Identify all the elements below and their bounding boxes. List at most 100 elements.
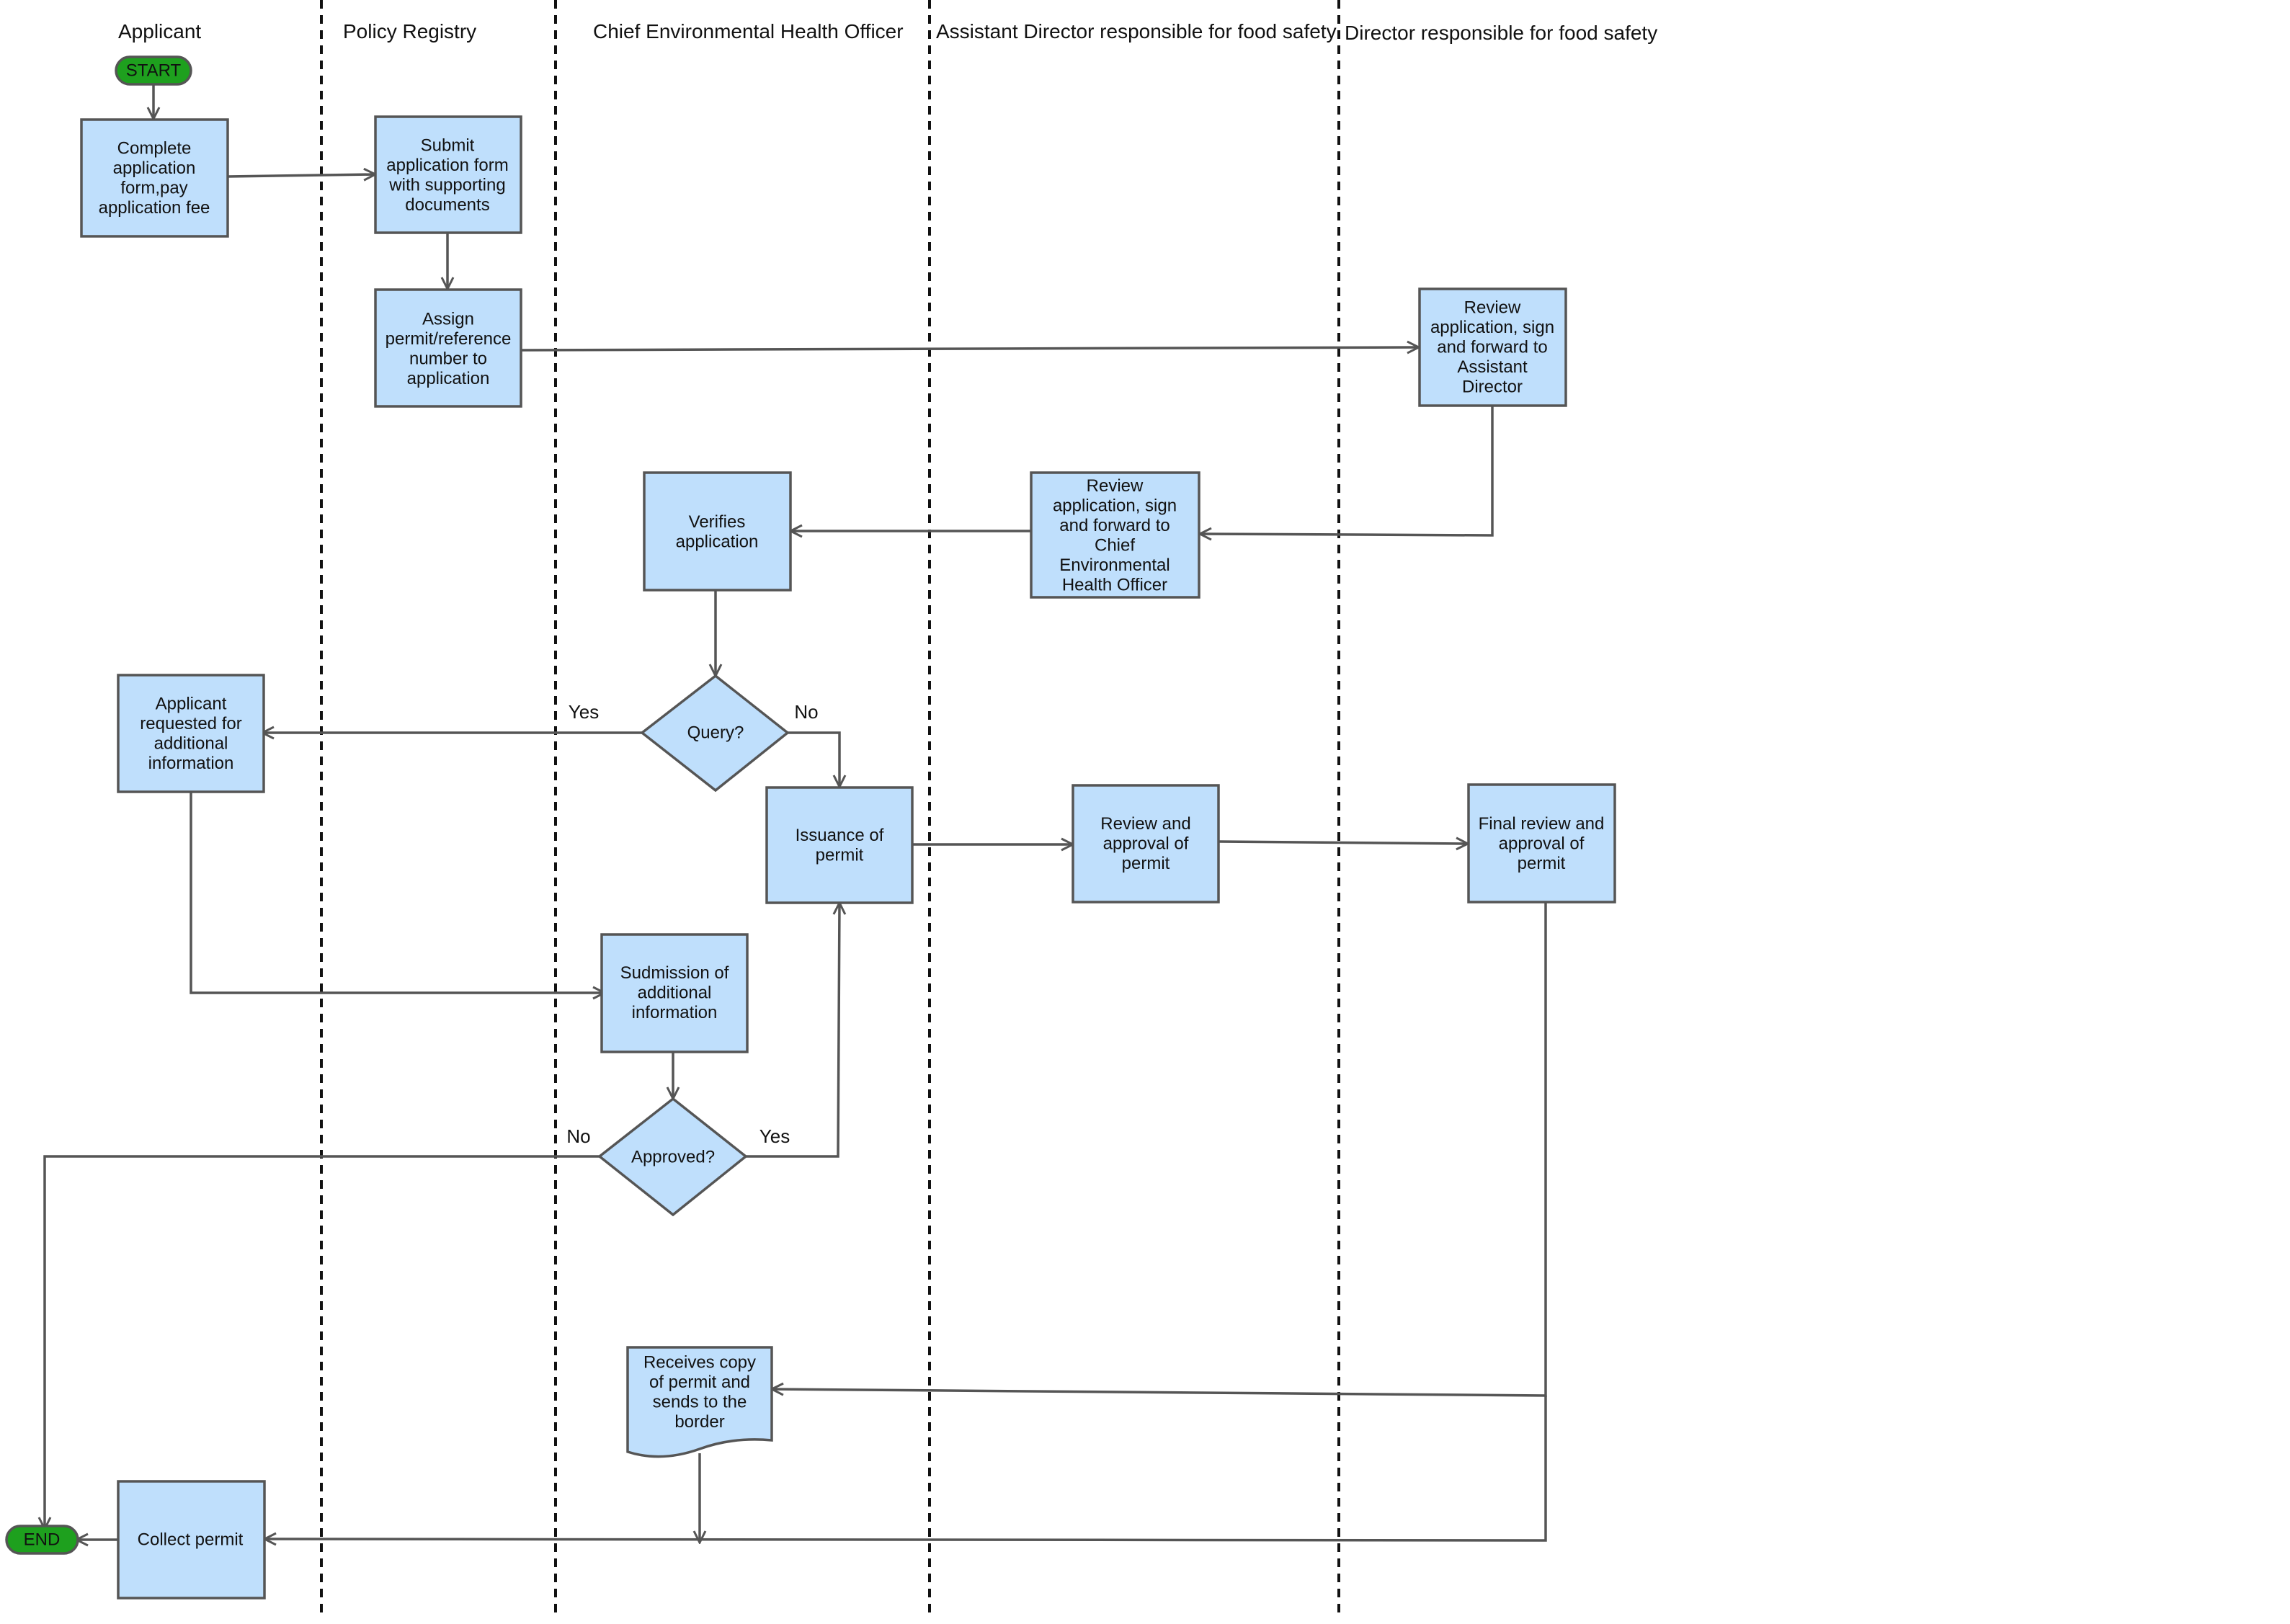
edge-approved-no xyxy=(45,1155,600,1529)
approved-yes-label: Yes xyxy=(759,1125,790,1147)
receives-copy-label-line: Receives copy xyxy=(643,1352,756,1372)
receives-copy-label-line: sends to the xyxy=(653,1392,747,1411)
submission-additional-box xyxy=(600,933,749,1053)
query-label: Query? xyxy=(687,723,744,743)
approved-no-label: No xyxy=(566,1125,590,1147)
edge-complete-to-submit xyxy=(227,174,375,177)
lane-dividers xyxy=(320,0,1340,1614)
receives-copy-document xyxy=(626,1346,773,1458)
query-yes-label: Yes xyxy=(569,701,599,723)
submit-form-label-line: documents xyxy=(405,195,489,215)
query-no-label: No xyxy=(794,701,818,723)
connectors xyxy=(45,85,1547,1543)
submit-form-label-line: application form xyxy=(386,156,508,175)
collect-permit-box xyxy=(117,1480,266,1600)
lane-title-assistant-director: Assistant Director responsible for food … xyxy=(936,20,1337,43)
edge-director-to-assistant xyxy=(1200,406,1494,535)
verifies-box xyxy=(643,471,792,592)
approved-label-line: Approved? xyxy=(631,1148,715,1167)
submit-form-box xyxy=(374,115,522,234)
review-approval-label-line: Review and xyxy=(1100,814,1190,834)
review-approval-label-line: permit xyxy=(1122,854,1170,873)
final-review-label-line: permit xyxy=(1518,854,1566,873)
assistant-review-label-line: Health Officer xyxy=(1062,575,1167,594)
assistant-review-box xyxy=(1030,471,1200,599)
lane-title-director: Director responsible for food safety xyxy=(1345,22,1658,44)
assign-number-label-line: Assign xyxy=(422,309,474,329)
query-decision xyxy=(640,674,790,793)
complete-form-label-line: application fee xyxy=(99,198,210,218)
director-review-label-line: Review xyxy=(1464,298,1521,318)
review-approval-box xyxy=(1072,784,1220,904)
assign-number-label-line: application xyxy=(407,369,490,388)
director-review-label-line: and forward to xyxy=(1437,338,1547,357)
query-label-line: Query? xyxy=(687,723,744,743)
assign-number-box xyxy=(374,288,522,408)
final-review-label-line: Final review and xyxy=(1479,814,1605,834)
nodes xyxy=(5,55,1616,1600)
complete-form-label-line: Complete xyxy=(117,138,192,158)
assistant-review-label-line: Chief xyxy=(1095,535,1135,555)
issuance-box xyxy=(765,786,914,904)
submit-form-label-line: with supporting xyxy=(388,175,505,195)
director-review-label-line: Assistant xyxy=(1457,357,1528,377)
assign-number-label-line: number to xyxy=(409,349,487,368)
assistant-review-label-line: application, sign xyxy=(1053,496,1177,515)
edge-assign-to-director xyxy=(520,347,1419,350)
collect-permit-label: Collect permit xyxy=(138,1530,244,1550)
receives-copy-label-line: of permit and xyxy=(649,1373,750,1392)
verifies-label-line: application xyxy=(676,532,759,551)
issuance-label-line: Issuance of xyxy=(796,826,884,845)
issuance-label-line: permit xyxy=(816,845,864,865)
complete-form-label-line: form,pay xyxy=(120,178,187,197)
approved-label: Approved? xyxy=(631,1148,715,1167)
director-review-label-line: Director xyxy=(1462,378,1523,397)
receives-copy-label-line: border xyxy=(674,1412,724,1432)
edge-final-to-collect xyxy=(264,1396,1547,1540)
complete-form-box xyxy=(80,118,229,238)
complete-form-label-line: application xyxy=(113,159,196,178)
assign-number-label-line: permit/reference xyxy=(386,329,512,349)
director-review-label-line: application, sign xyxy=(1430,318,1554,337)
submit-form-label-line: Submit xyxy=(421,135,475,155)
applicant-requested-label-line: information xyxy=(148,754,234,773)
applicant-requested-label-line: Applicant xyxy=(156,694,227,713)
assistant-review-label-line: and forward to xyxy=(1059,516,1169,535)
end-label: END xyxy=(24,1530,61,1550)
review-approval-label-line: approval of xyxy=(1103,834,1189,854)
edge-review-to-final xyxy=(1218,842,1468,844)
edge-applicant-to-submission xyxy=(190,792,605,993)
start-label: START xyxy=(126,61,182,81)
approved-decision xyxy=(597,1097,748,1217)
lane-title-chief-ehi: Chief Environmental Health Officer xyxy=(593,20,904,43)
submission-additional-label-line: additional xyxy=(638,983,712,1003)
director-review-box xyxy=(1418,287,1567,407)
lane-title-applicant: Applicant xyxy=(118,20,202,43)
edge-approved-yes xyxy=(746,903,839,1158)
final-review-label-line: approval of xyxy=(1499,834,1585,854)
edge-final-to-receives xyxy=(772,902,1547,1397)
collect-permit-label-line: Collect permit xyxy=(138,1530,244,1550)
verifies-label-line: Verifies xyxy=(689,512,746,532)
final-review-box xyxy=(1467,783,1616,904)
applicant-requested-label-line: additional xyxy=(154,733,228,753)
applicant-requested-label-line: requested for xyxy=(140,714,241,733)
edge-query-no xyxy=(788,731,839,787)
assistant-review-label-line: Environmental xyxy=(1059,556,1169,575)
start-terminal xyxy=(115,55,192,86)
end-terminal xyxy=(5,1525,79,1555)
